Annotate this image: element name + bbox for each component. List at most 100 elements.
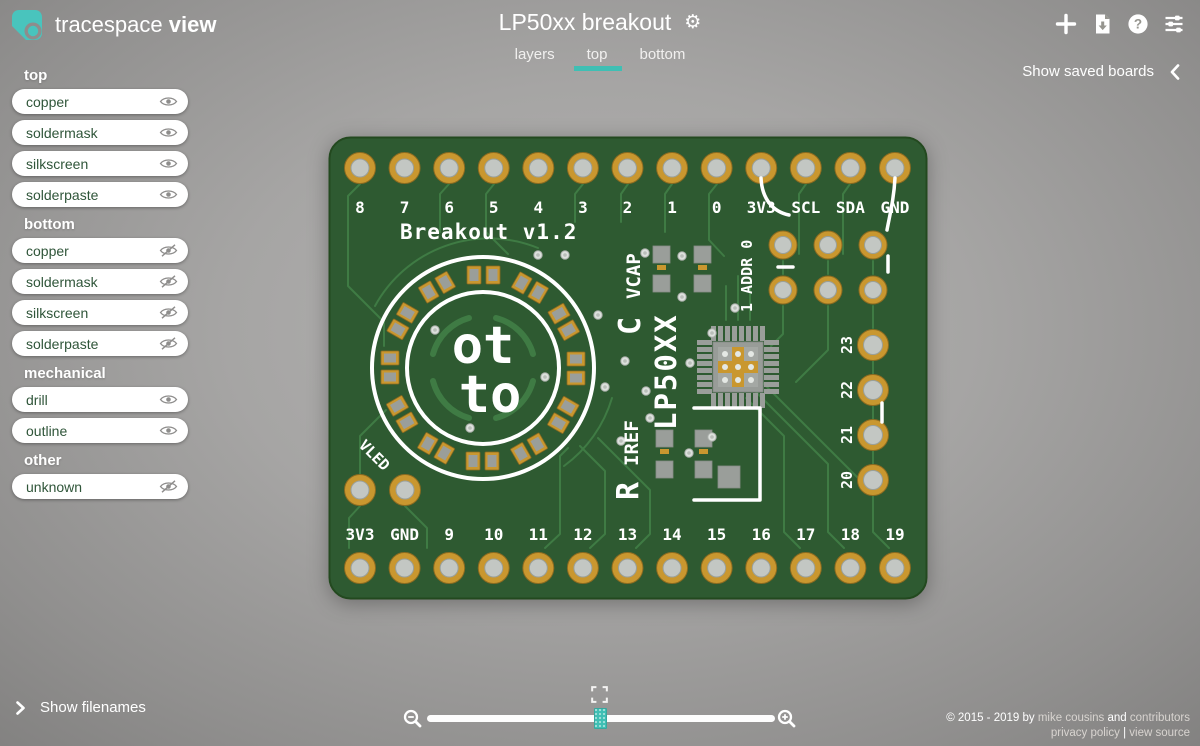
tab-top[interactable]: top — [573, 44, 622, 73]
layer-button-mechanical-outline[interactable]: outline — [12, 418, 188, 443]
svg-text:LP50XX: LP50XX — [649, 313, 683, 430]
led-ring — [380, 265, 586, 471]
svg-text:GND: GND — [881, 198, 910, 217]
eye-icon — [159, 426, 178, 435]
privacy-policy-link[interactable]: privacy policy — [1050, 727, 1120, 739]
svg-text:8: 8 — [355, 198, 365, 217]
zoom-out-button[interactable] — [403, 709, 422, 731]
layer-section-title-mechanical: mechanical — [24, 365, 106, 382]
svg-text:Breakout v1.2: Breakout v1.2 — [400, 220, 577, 244]
layer-button-top-copper[interactable]: copper — [12, 89, 188, 114]
zoom-out-icon — [403, 709, 422, 728]
settings-button[interactable] — [1162, 12, 1186, 36]
layer-label: soldermask — [26, 273, 98, 290]
layer-button-top-solderpaste[interactable]: solderpaste — [12, 182, 188, 207]
svg-text:1 ADDR 0: 1 ADDR 0 — [738, 240, 756, 312]
svg-text:SCL: SCL — [791, 198, 820, 217]
svg-text:19: 19 — [885, 525, 904, 544]
chevron-left-icon — [1170, 63, 1180, 80]
brand[interactable]: tracespace view — [10, 8, 216, 42]
eye-icon — [159, 190, 178, 199]
eye-icon — [159, 395, 178, 404]
svg-text:1: 1 — [667, 198, 677, 217]
layer-section-title-other: other — [24, 452, 62, 469]
eye-off-icon — [159, 480, 178, 493]
contributors-link[interactable]: contributors — [1129, 712, 1190, 724]
svg-text:15: 15 — [707, 525, 726, 544]
svg-text:16: 16 — [752, 525, 771, 544]
svg-text:12: 12 — [573, 525, 592, 544]
sliders-icon — [1165, 15, 1183, 33]
eye-icon — [159, 159, 178, 168]
layer-label: outline — [26, 422, 68, 439]
layer-label: unknown — [26, 478, 83, 495]
layer-button-bottom-copper[interactable]: copper — [12, 238, 188, 263]
chevron-right-icon — [16, 700, 25, 715]
tab-bottom[interactable]: bottom — [639, 44, 687, 73]
layer-label: copper — [26, 242, 69, 259]
author-link[interactable]: mike cousins — [1037, 712, 1105, 724]
svg-text:6: 6 — [444, 198, 454, 217]
layer-button-top-soldermask[interactable]: soldermask — [12, 120, 188, 145]
help-icon: ? — [1128, 14, 1148, 34]
page-title: LP50xx breakout — [498, 9, 672, 35]
layer-button-other-unknown[interactable]: unknown — [12, 474, 188, 499]
show-filenames-label: Show filenames — [40, 699, 146, 716]
eye-off-icon — [159, 306, 178, 319]
svg-text:ot: ot — [452, 316, 515, 376]
layer-button-bottom-solderpaste[interactable]: solderpaste — [12, 331, 188, 356]
show-filenames-toggle[interactable]: Show filenames — [16, 699, 146, 716]
svg-text:10: 10 — [484, 525, 503, 544]
links-line: privacy policy | view source — [946, 726, 1190, 741]
svg-text:9: 9 — [444, 525, 454, 544]
fullscreen-button[interactable] — [591, 686, 608, 706]
view-source-link[interactable]: view source — [1129, 727, 1190, 739]
file-download-icon — [1096, 14, 1110, 34]
fullscreen-icon — [591, 686, 608, 703]
svg-text:5: 5 — [489, 198, 499, 217]
layer-label: silkscreen — [26, 155, 89, 172]
svg-text:VCAP: VCAP — [623, 253, 645, 299]
copyright-text: © 2015 - 2019 by — [946, 712, 1035, 724]
links-separator: | — [1123, 727, 1127, 739]
svg-text:IREF: IREF — [621, 420, 643, 466]
zoom-in-button[interactable] — [777, 709, 796, 731]
layer-label: soldermask — [26, 124, 98, 141]
eye-off-icon — [159, 244, 178, 257]
svg-text:C: C — [613, 317, 648, 335]
layer-button-top-silkscreen[interactable]: silkscreen — [12, 151, 188, 176]
svg-text:11: 11 — [529, 525, 548, 544]
tab-layers[interactable]: layers — [514, 44, 556, 73]
otto-logo: otto — [370, 255, 596, 481]
svg-text:3V3: 3V3 — [346, 525, 375, 544]
layer-button-bottom-soldermask[interactable]: soldermask — [12, 269, 188, 294]
layer-button-mechanical-drill[interactable]: drill — [12, 387, 188, 412]
svg-text:to: to — [459, 365, 522, 425]
svg-text:13: 13 — [618, 525, 637, 544]
show-saved-boards-label: Show saved boards — [1022, 63, 1154, 80]
svg-text:20: 20 — [838, 471, 856, 489]
board-settings-icon[interactable]: ⚙ — [684, 11, 702, 33]
svg-text:SDA: SDA — [836, 198, 865, 217]
eye-icon — [159, 97, 178, 106]
zoom-slider[interactable] — [427, 708, 775, 729]
add-board-button[interactable] — [1054, 12, 1078, 36]
show-saved-boards[interactable]: Show saved boards — [1022, 63, 1180, 80]
help-button[interactable]: ? — [1126, 12, 1150, 36]
plus-icon — [1055, 13, 1077, 35]
svg-text:GND: GND — [390, 525, 419, 544]
download-button[interactable] — [1090, 12, 1114, 36]
tracespace-logo-icon — [12, 10, 42, 40]
brand-text: tracespace view — [55, 12, 217, 37]
svg-text:3: 3 — [578, 198, 588, 217]
layer-button-bottom-silkscreen[interactable]: silkscreen — [12, 300, 188, 325]
eye-off-icon — [159, 275, 178, 288]
svg-text:23: 23 — [838, 336, 856, 354]
zoom-slider-handle[interactable] — [594, 708, 607, 729]
